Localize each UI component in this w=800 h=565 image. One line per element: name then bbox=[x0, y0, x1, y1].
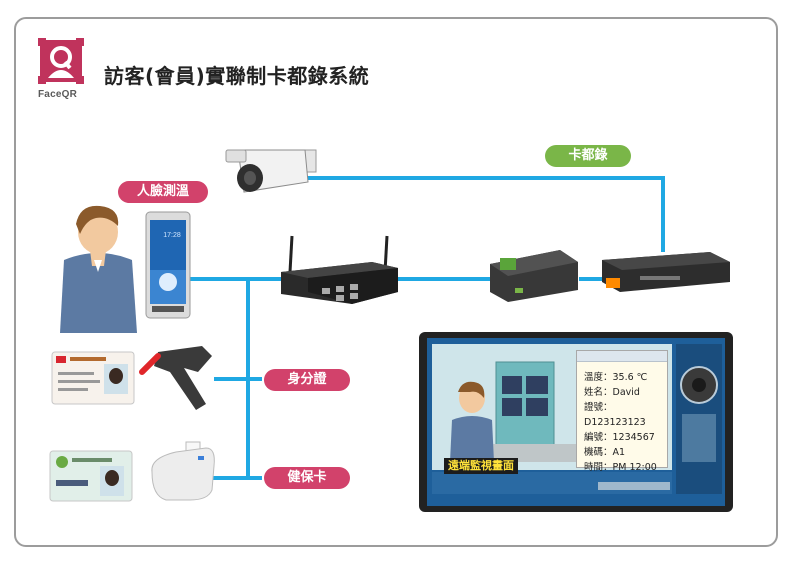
card-reader-icon bbox=[151, 441, 215, 501]
person-icon bbox=[60, 205, 137, 333]
visitor-info-panel: 溫度：35.6 ℃ 姓名：David 證號：D123123123 編號：1234… bbox=[576, 350, 668, 473]
label-card-recorder: 卡都錄 bbox=[545, 145, 631, 167]
page-title: 訪客(會員)實聯制卡都錄系統 bbox=[104, 64, 370, 88]
info-name: 姓名：David bbox=[584, 387, 640, 398]
mini-pc-icon bbox=[281, 235, 398, 304]
info-machine-code: 機碼：A1 bbox=[584, 447, 626, 458]
info-id-number: 證號：D123123123 bbox=[584, 402, 646, 428]
logo-text: FaceQR bbox=[38, 89, 77, 100]
label-health-card: 健保卡 bbox=[264, 467, 350, 489]
info-time: 時間：PM 12:00 bbox=[584, 462, 657, 473]
label-id-card: 身分證 bbox=[264, 369, 350, 391]
tablet-icon bbox=[145, 211, 191, 319]
dvr-icon bbox=[602, 252, 730, 292]
info-panel-titlebar bbox=[577, 351, 667, 362]
tablet-clock: 17:28 bbox=[163, 232, 181, 239]
barcode-scanner-icon bbox=[139, 346, 212, 410]
faceqr-logo bbox=[38, 38, 84, 84]
health-card-icon bbox=[49, 450, 133, 502]
converter-icon bbox=[490, 250, 578, 302]
id-card-icon bbox=[51, 351, 135, 405]
info-serial: 編號：1234567 bbox=[584, 432, 655, 443]
info-temperature: 溫度：35.6 ℃ bbox=[584, 372, 648, 383]
remote-view-label: 遠端監視畫面 bbox=[444, 458, 518, 474]
camera-icon bbox=[225, 149, 317, 193]
diagram-frame bbox=[14, 17, 778, 547]
label-face-temp: 人臉測溫 bbox=[118, 181, 208, 203]
